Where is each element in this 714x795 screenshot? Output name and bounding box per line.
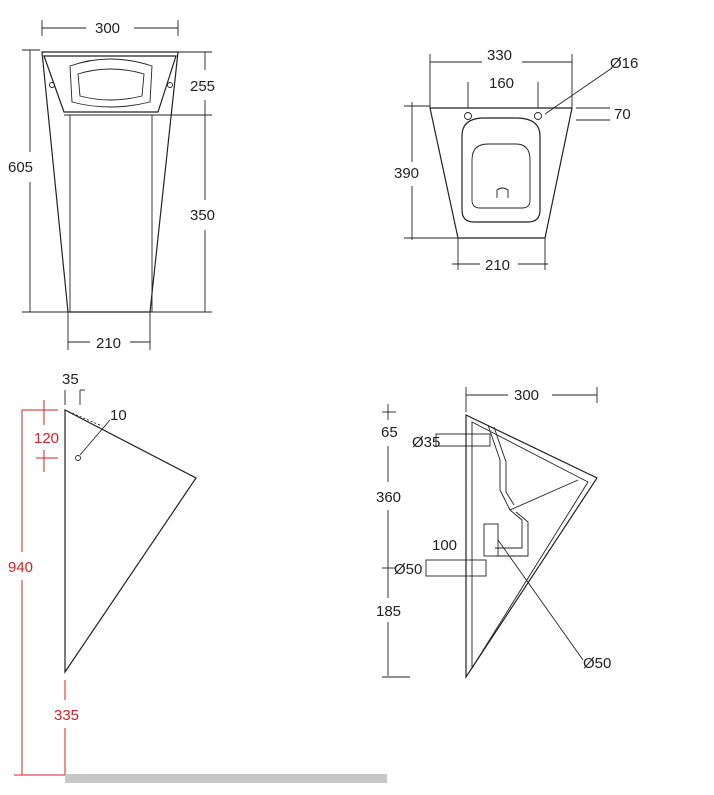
- front-total-height-label: 605: [8, 159, 33, 176]
- front-view: 300 605 255 350 210: [8, 20, 215, 352]
- section-inlet-dia-label: Ø35: [412, 434, 440, 451]
- side-total-height-label: 940: [8, 559, 33, 576]
- section-outlet-length-label: 100: [432, 537, 457, 554]
- top-hole-spacing-label: 160: [489, 75, 514, 92]
- floor-line: [65, 774, 387, 783]
- section-drain-dia-label: Ø50: [583, 655, 611, 672]
- side-hole-dia-label: 10: [110, 407, 127, 424]
- side-view: 35 10 120 940 335: [8, 371, 387, 783]
- section-depth-label: 300: [514, 387, 539, 404]
- side-floor-gap-label: 335: [54, 707, 79, 724]
- section-view: Ø50 300 65 Ø35 360 100 Ø50 185: [376, 387, 611, 680]
- front-base-width-label: 210: [96, 335, 121, 352]
- front-width-label: 300: [95, 20, 120, 37]
- top-back-width-label: 210: [485, 257, 510, 274]
- side-hole-height-label: 120: [34, 430, 59, 447]
- side-wall-offset-label: 35: [62, 371, 79, 388]
- section-outlet-height-label: 185: [376, 603, 401, 620]
- top-width-label: 330: [487, 47, 512, 64]
- section-inlet-outlet-label: 360: [376, 489, 401, 506]
- section-outlet-dia-label: Ø50: [394, 561, 422, 578]
- top-hole-diameter-label: Ø16: [610, 55, 638, 72]
- front-lower-height-label: 350: [190, 207, 215, 224]
- section-inlet-offset-label: 65: [381, 424, 398, 441]
- top-view: 330 160 Ø16 70 390 210: [394, 47, 638, 274]
- top-hole-offset-label: 70: [614, 106, 631, 123]
- top-depth-label: 390: [394, 165, 419, 182]
- front-bowl-height-label: 255: [190, 78, 215, 95]
